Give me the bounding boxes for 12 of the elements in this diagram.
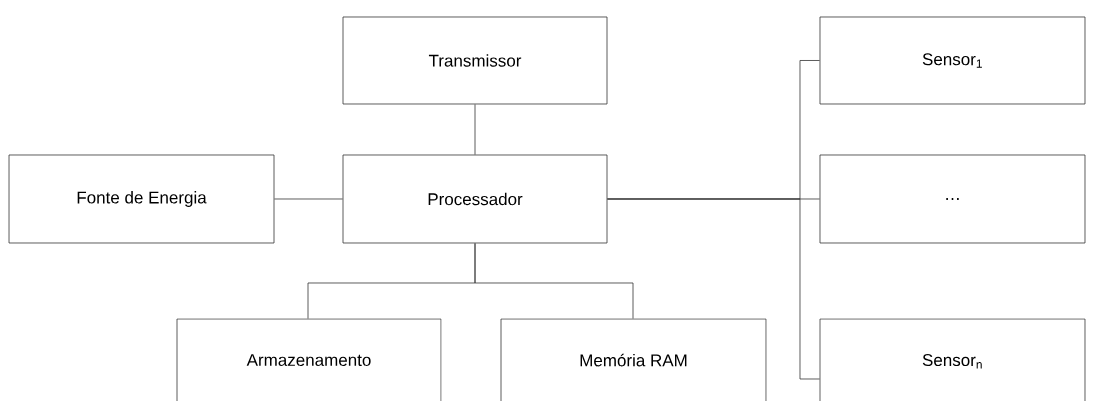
block-box: Sensor$_{n}$	[819, 318, 1086, 401]
block-box: Transmissor	[342, 16, 608, 105]
block-box: …	[819, 154, 1086, 244]
block-box: Sensor$_{1}$	[819, 16, 1086, 105]
block-box: Fonte de Energia	[8, 154, 275, 244]
connector-line	[474, 104, 476, 155]
connector-line	[607, 198, 820, 380]
block-box: Processador	[342, 154, 608, 244]
block-box: Memória RAM	[500, 318, 767, 401]
connector-line	[474, 243, 634, 319]
connector-line	[274, 198, 343, 200]
block-box: Armazenamento	[176, 318, 442, 401]
